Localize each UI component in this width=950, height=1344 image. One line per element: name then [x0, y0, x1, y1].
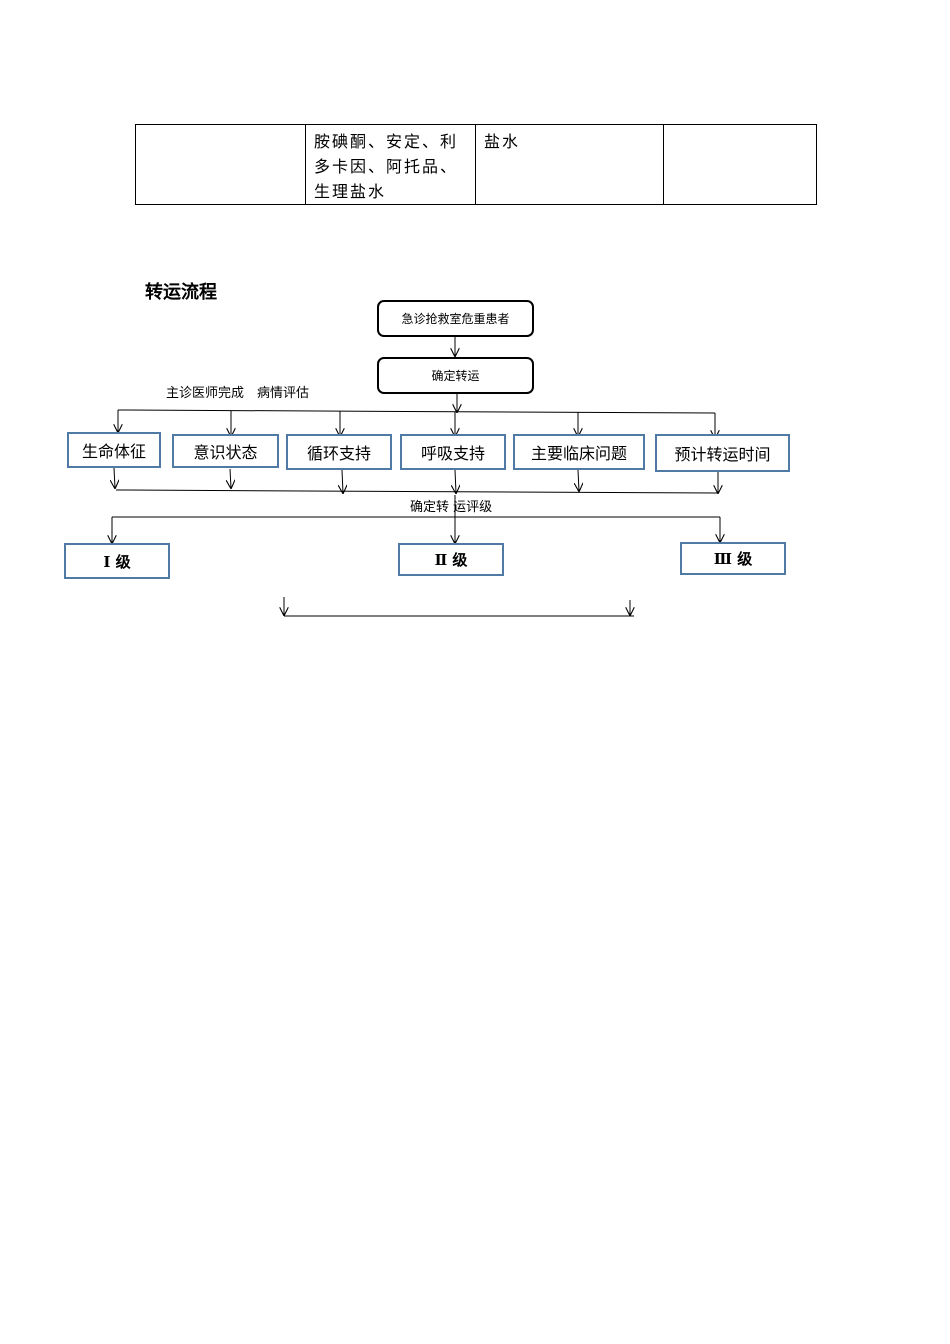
table-cell [135, 124, 306, 205]
flow-confirm-box: 确定转运 [377, 357, 534, 394]
grade-label: 确定转 运评级 [410, 500, 493, 515]
assess-label: 主诊医师完成 病情评估 [166, 386, 310, 401]
table-cell: 盐水 [475, 124, 664, 205]
section-title: 转运流程 [145, 282, 217, 303]
level-3-box: Ⅲ 级 [680, 542, 786, 575]
flow-item-transfer-time: 预计转运时间 [655, 434, 790, 472]
level-2-box: Ⅱ 级 [398, 543, 504, 576]
flow-item-clinical-issue: 主要临床问题 [513, 434, 645, 470]
level-1-box: Ⅰ 级 [64, 543, 170, 579]
medication-table: 胺碘酮、安定、利多卡因、阿托品、生理盐水 盐水 [135, 124, 817, 205]
table-row: 胺碘酮、安定、利多卡因、阿托品、生理盐水 盐水 [135, 124, 817, 205]
table-cell: 胺碘酮、安定、利多卡因、阿托品、生理盐水 [305, 124, 476, 205]
flow-start-box: 急诊抢救室危重患者 [377, 300, 534, 337]
flow-item-vital-signs: 生命体征 [67, 432, 161, 468]
flow-item-consciousness: 意识状态 [172, 434, 279, 468]
flow-item-circulation: 循环支持 [286, 434, 392, 470]
table-cell [663, 124, 817, 205]
flow-item-respiration: 呼吸支持 [400, 434, 506, 470]
